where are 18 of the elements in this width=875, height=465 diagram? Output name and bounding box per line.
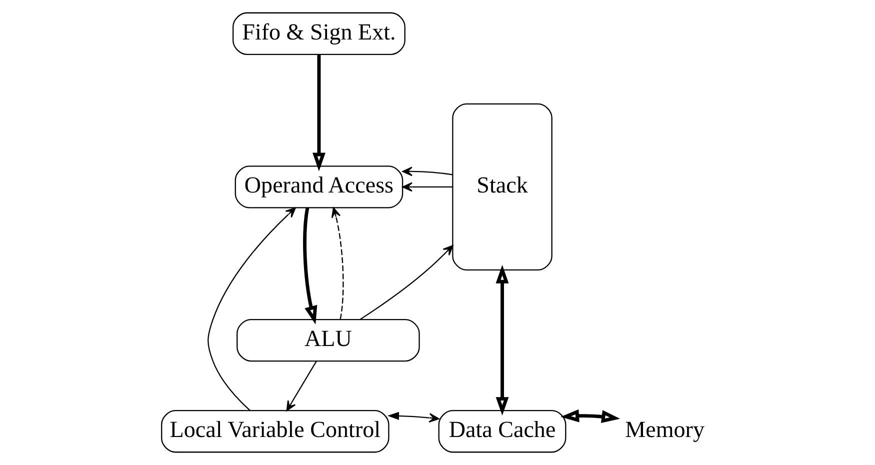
- node-box: Stack: [452, 103, 552, 271]
- arrow: [330, 207, 344, 320]
- node-box: Fifo & Sign Ext.: [232, 12, 405, 55]
- arrow: [402, 166, 452, 176]
- arrow: [402, 182, 452, 192]
- arrow: [386, 412, 439, 422]
- node-box: ALU: [236, 318, 420, 362]
- node-box: Local Variable Control: [160, 410, 389, 453]
- arrow: [302, 208, 317, 324]
- arrow: [495, 264, 508, 416]
- node-box: Data Cache: [438, 410, 566, 453]
- arrow: [207, 207, 296, 411]
- arrow: [286, 360, 316, 412]
- arrow: [360, 245, 453, 320]
- node-text: Memory: [624, 416, 704, 442]
- arrow: [560, 409, 620, 423]
- arrow: [312, 54, 325, 172]
- node-box: Operand Access: [234, 166, 403, 208]
